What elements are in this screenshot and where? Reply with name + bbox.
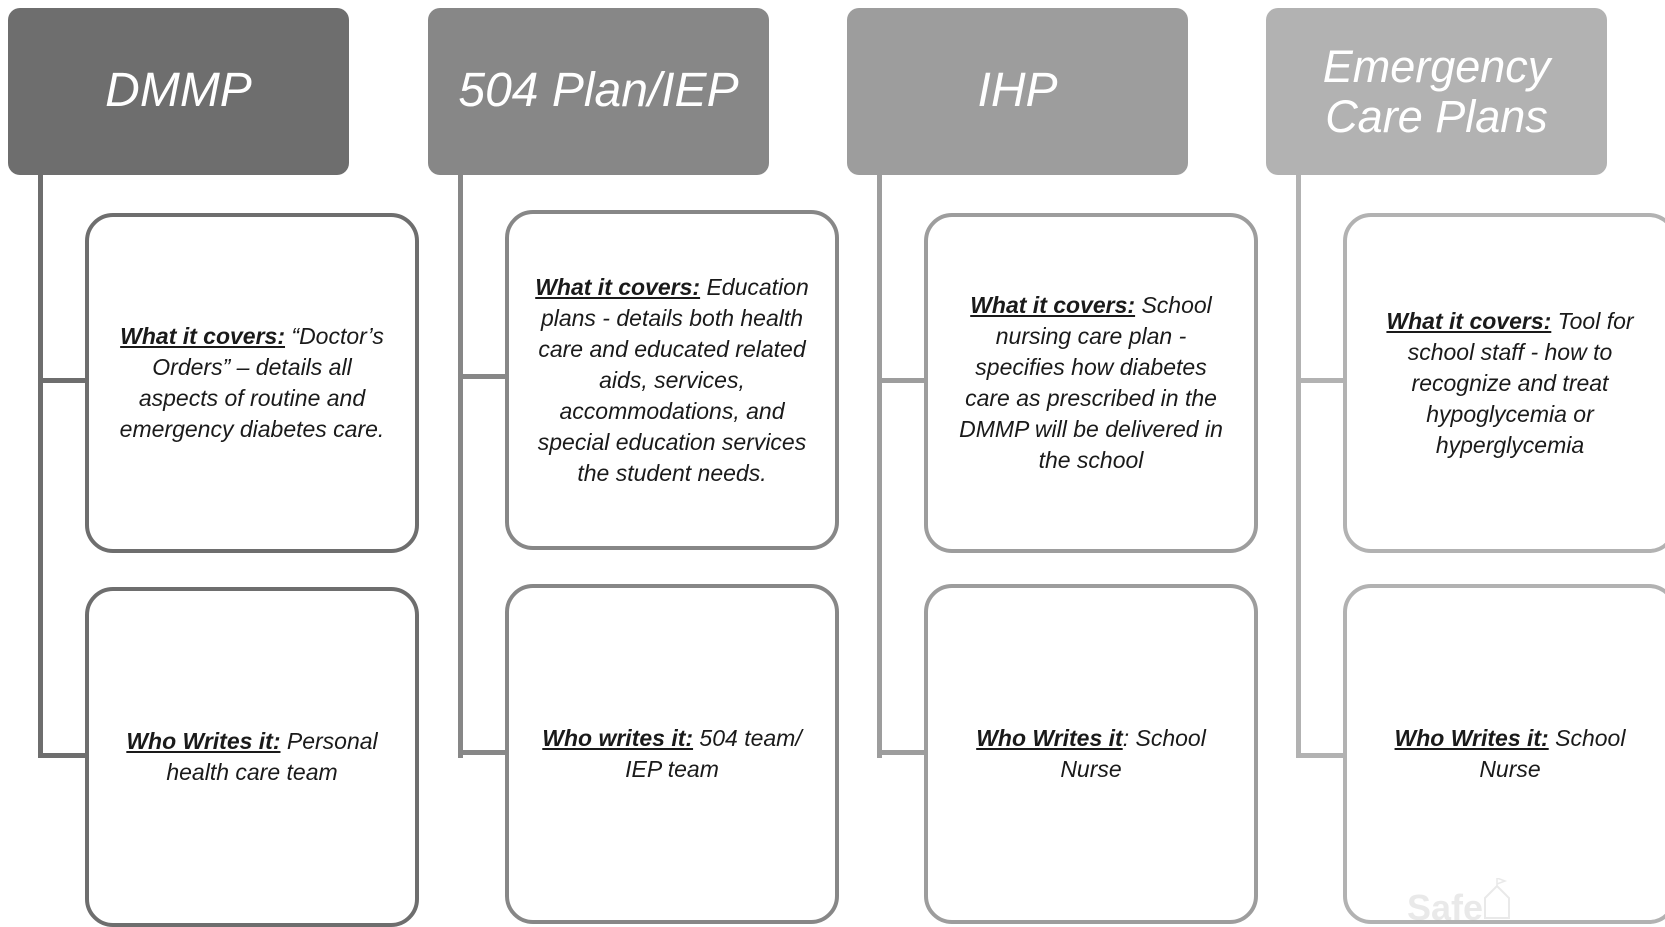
writer-text: School Nurse <box>1479 725 1626 782</box>
connector-branch <box>877 378 924 383</box>
covers-card-ihp: What it covers: School nursing care plan… <box>924 213 1258 553</box>
connector-branch <box>38 378 85 383</box>
covers-text: School nursing care plan - specifies how… <box>959 292 1223 473</box>
covers-text: Education plans - details both health ca… <box>537 273 809 486</box>
covers-label: What it covers: <box>120 323 286 349</box>
writer-text: Personal health care team <box>166 728 378 785</box>
writer-text: 504 team/ IEP team <box>625 725 802 782</box>
connector-branch <box>877 750 924 755</box>
plan-column-dmmp: DMMP What it covers: “Doctor’s Orders” –… <box>8 0 419 927</box>
covers-card-504: What it covers: Education plans - detail… <box>505 210 839 550</box>
connector-line <box>458 175 463 758</box>
covers-label: What it covers: <box>535 273 701 300</box>
writer-card-dmmp: Who Writes it: Personal health care team <box>85 587 419 927</box>
covers-label: What it covers: <box>970 292 1136 318</box>
plan-header-emergency: Emergency Care Plans <box>1266 8 1607 175</box>
covers-label: What it covers: <box>1386 307 1552 334</box>
writer-label: Who Writes it: <box>1394 725 1549 751</box>
connector-branch <box>458 374 505 379</box>
covers-text: Tool for school staff - how to recognize… <box>1407 307 1634 458</box>
plan-column-504: 504 Plan/IEP What it covers: Education p… <box>428 0 839 924</box>
connector-line <box>1296 175 1301 758</box>
connector-line <box>877 175 882 758</box>
writer-label: Who writes it: <box>542 725 694 751</box>
plan-header-dmmp: DMMP <box>8 8 349 175</box>
writer-label: Who Writes it <box>976 725 1123 751</box>
connector-branch <box>458 750 505 755</box>
writer-label: Who Writes it: <box>126 728 281 754</box>
covers-card-emergency: What it covers: Tool for school staff - … <box>1343 213 1665 553</box>
writer-card-ihp: Who Writes it: School Nurse <box>924 584 1258 924</box>
connector-branch <box>38 753 85 758</box>
covers-text: “Doctor’s Orders” – details all aspects … <box>119 323 385 442</box>
plan-header-504: 504 Plan/IEP <box>428 8 769 175</box>
writer-text: : School Nurse <box>1060 725 1206 782</box>
covers-card-dmmp: What it covers: “Doctor’s Orders” – deta… <box>85 213 419 553</box>
plan-column-emergency: Emergency Care Plans What it covers: Too… <box>1266 0 1665 924</box>
writer-card-504: Who writes it: 504 team/ IEP team <box>505 584 839 924</box>
plan-column-ihp: IHP What it covers: School nursing care … <box>847 0 1258 924</box>
connector-line <box>38 175 43 758</box>
plan-header-ihp: IHP <box>847 8 1188 175</box>
writer-card-emergency: Who Writes it: School Nurse <box>1343 584 1665 924</box>
connector-branch <box>1296 378 1343 383</box>
connector-branch <box>1296 753 1343 758</box>
